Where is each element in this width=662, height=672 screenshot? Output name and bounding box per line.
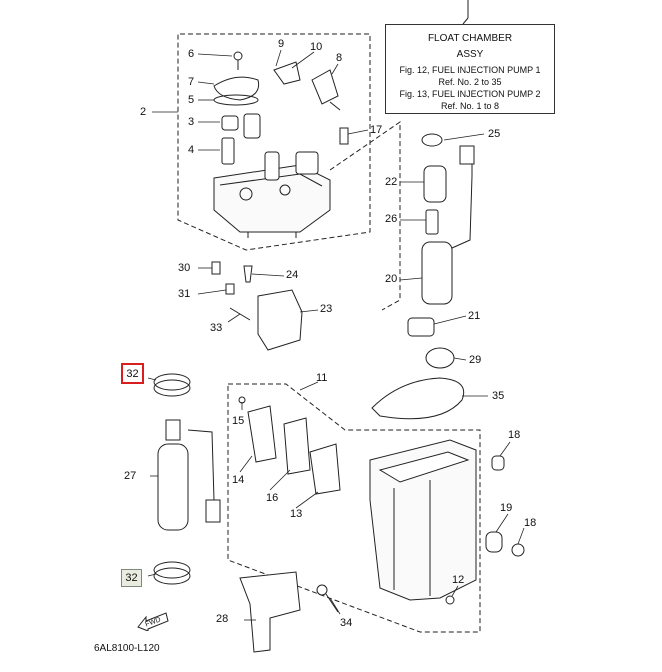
part-label-14[interactable]: 14 — [232, 474, 245, 486]
title-line-5: Fig. 13, FUEL INJECTION PUMP 2 — [399, 89, 541, 99]
part-label-21[interactable]: 21 — [468, 310, 481, 322]
part-label-5[interactable]: 5 — [188, 94, 195, 106]
part-label-13[interactable]: 13 — [290, 508, 303, 520]
part-label-15[interactable]: 15 — [232, 415, 245, 427]
part-27-pump — [157, 443, 189, 531]
title-box: FLOAT CHAMBER ASSY Fig. 12, FUEL INJECTI… — [385, 24, 555, 114]
part-label-8[interactable]: 8 — [336, 52, 343, 64]
fwd-arrow-icon: FWD — [137, 612, 169, 631]
part-label-35[interactable]: 35 — [492, 390, 505, 402]
part-label-33[interactable]: 33 — [210, 322, 223, 334]
title-line-2: ASSY — [456, 49, 484, 60]
part-label-18-upper[interactable]: 18 — [508, 429, 521, 441]
part-label-28[interactable]: 28 — [216, 613, 229, 625]
lower-assembly-outline — [227, 383, 481, 633]
part-label-22[interactable]: 22 — [385, 176, 398, 188]
part-label-17[interactable]: 17 — [370, 124, 383, 136]
part-label-26[interactable]: 26 — [385, 213, 398, 225]
part-label-2[interactable]: 2 — [140, 106, 147, 118]
part-label-30[interactable]: 30 — [178, 262, 191, 274]
part-label-31[interactable]: 31 — [178, 288, 191, 300]
part-label-4[interactable]: 4 — [188, 144, 195, 156]
part-32-ring-top — [153, 373, 191, 391]
upper-assembly-outline — [177, 33, 371, 251]
part-label-6[interactable]: 6 — [188, 48, 195, 60]
part-label-7[interactable]: 7 — [188, 76, 195, 88]
part-label-10[interactable]: 10 — [310, 41, 323, 53]
part-label-12[interactable]: 12 — [452, 574, 465, 586]
part-label-27[interactable]: 27 — [124, 470, 137, 482]
part-label-20[interactable]: 20 — [385, 273, 398, 285]
part-28-bracket — [239, 571, 301, 653]
part-35-gasket — [371, 377, 465, 420]
part-label-11[interactable]: 11 — [316, 372, 328, 384]
part-23-bracket — [257, 289, 303, 351]
part-label-16[interactable]: 16 — [266, 492, 279, 504]
part-label-29[interactable]: 29 — [469, 354, 482, 366]
part-label-3[interactable]: 3 — [188, 116, 195, 128]
part-20-pump — [421, 241, 453, 305]
diagram-code: 6AL8100-L120 — [94, 643, 160, 654]
title-line-4: Ref. No. 2 to 35 — [438, 77, 502, 87]
title-line-6: Ref. No. 1 to 8 — [440, 101, 500, 111]
title-line-1: FLOAT CHAMBER — [427, 33, 513, 44]
part-label-23[interactable]: 23 — [320, 303, 333, 315]
part-label-32-secondary[interactable]: 32 — [121, 569, 142, 587]
part-7-cover — [213, 76, 260, 101]
part-label-9[interactable]: 9 — [278, 38, 285, 50]
part-label-25[interactable]: 25 — [488, 128, 501, 140]
part-label-24[interactable]: 24 — [286, 269, 299, 281]
title-line-3: Fig. 12, FUEL INJECTION PUMP 1 — [399, 65, 541, 75]
part-label-19[interactable]: 19 — [500, 502, 513, 514]
part-32-ring-bottom — [153, 561, 191, 579]
part-label-34[interactable]: 34 — [340, 617, 353, 629]
part-label-18-lower[interactable]: 18 — [524, 517, 537, 529]
part-label-32-highlighted[interactable]: 32 — [121, 363, 144, 384]
